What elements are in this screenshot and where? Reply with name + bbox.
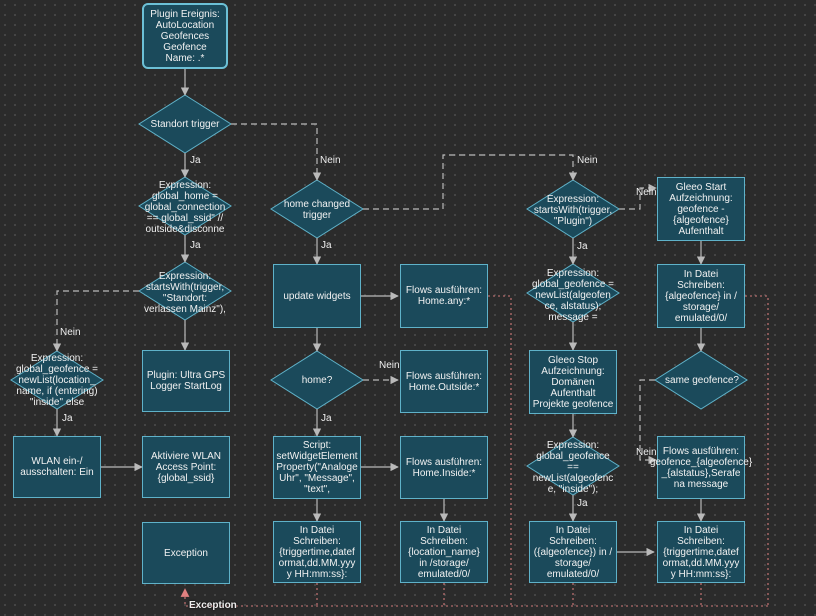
node-wlan-toggle[interactable]: WLAN ein-/ ausschalten: Ein bbox=[13, 436, 101, 498]
text-expr-global-geofence-inside: Expression: global_geofence = newList(lo… bbox=[15, 352, 99, 408]
label-ja-3: Ja bbox=[62, 413, 73, 424]
text-expr-starts-with-plugin: Expression: startsWith(trigger, "Plugin"… bbox=[533, 193, 613, 227]
text-expr-starts-with-verlassen: Expression: startsWith(trigger, "Standor… bbox=[144, 271, 226, 315]
text-home: home? bbox=[301, 374, 333, 386]
text-home-changed-trigger: home changed trigger bbox=[283, 199, 351, 221]
node-file-write-triggertime-1[interactable]: In Datei Schreiben: {triggertime,datef o… bbox=[273, 521, 361, 583]
edge-verlassen-nein bbox=[52, 290, 139, 352]
label-nein-right: Nein bbox=[577, 155, 598, 166]
text-standort-trigger: Standort trigger bbox=[150, 118, 220, 130]
label-nein-top: Nein bbox=[320, 155, 341, 166]
node-update-widgets[interactable]: update widgets bbox=[273, 264, 361, 328]
node-flows-home-outside[interactable]: Flows ausführen: Home.Outside:* bbox=[400, 350, 488, 413]
exception-edge-bottom bbox=[180, 588, 768, 607]
node-flows-home-any[interactable]: Flows ausführen: Home.any:* bbox=[400, 264, 488, 328]
label-exception-edge: Exception bbox=[189, 600, 237, 611]
exception-edge-flows-any bbox=[488, 295, 512, 606]
edge-plugin-nein bbox=[619, 183, 657, 210]
label-ja-7: Ja bbox=[577, 498, 588, 509]
node-file-write-location-name[interactable]: In Datei Schreiben: {location_name} in /… bbox=[400, 521, 488, 583]
node-plugin-ultra-gps[interactable]: Plugin: Ultra GPS Logger StartLog bbox=[142, 350, 230, 412]
label-nein-home: Nein bbox=[379, 360, 400, 371]
text-expr-global-home: Expression: global_home = global_connect… bbox=[144, 179, 226, 235]
label-nein-gleeo: Nein bbox=[636, 187, 657, 198]
label-ja-2: Ja bbox=[190, 240, 201, 251]
node-script-set-widget[interactable]: Script: setWidgetElement Property("Analo… bbox=[273, 436, 361, 499]
edge-standort-nein bbox=[231, 123, 322, 181]
node-gleeo-start[interactable]: Gleeo Start Aufzeichnung: geofence - {al… bbox=[657, 177, 745, 241]
node-file-write-triggertime-2[interactable]: In Datei Schreiben: {triggertime,datef o… bbox=[657, 521, 745, 583]
node-gleeo-stop[interactable]: Gleeo Stop Aufzeichnung: Domänen Aufenth… bbox=[529, 350, 617, 414]
label-ja-1: Ja bbox=[190, 155, 201, 166]
text-expr-geofence-inside-check: Expression: global_geofence == newList(a… bbox=[532, 439, 614, 495]
decision-same-geofence[interactable] bbox=[654, 350, 748, 410]
node-flows-geofence[interactable]: Flows ausführen: geofence_{algeofence} _… bbox=[650, 436, 752, 499]
label-ja-4: Ja bbox=[321, 240, 332, 251]
node-exception[interactable]: Exception bbox=[142, 522, 230, 584]
node-file-write-algeofence-2[interactable]: In Datei Schreiben: {algeofence} in / st… bbox=[657, 264, 745, 328]
edge-home-changed-nein bbox=[363, 154, 578, 210]
text-same-geofence: same geofence? bbox=[665, 374, 739, 386]
label-ja-5: Ja bbox=[321, 413, 332, 424]
edge-same-nein bbox=[639, 379, 657, 465]
node-start-plugin-event[interactable]: Plugin Ereignis: AutoLocation Geofences … bbox=[142, 3, 228, 69]
node-aktiviere-wlan[interactable]: Aktiviere WLAN Access Point: {global_ssi… bbox=[142, 436, 230, 498]
label-ja-6: Ja bbox=[577, 241, 588, 252]
label-nein-left: Nein bbox=[60, 327, 81, 338]
node-file-write-algeofence[interactable]: In Datei Schreiben: ({algeofence}) in / … bbox=[529, 521, 617, 583]
text-expr-global-geofence-alstatus: Expression: global_geofence = newList(al… bbox=[531, 267, 615, 323]
node-flows-home-inside[interactable]: Flows ausführen: Home.Inside:* bbox=[400, 436, 488, 499]
label-nein-same: Nein bbox=[636, 447, 657, 458]
